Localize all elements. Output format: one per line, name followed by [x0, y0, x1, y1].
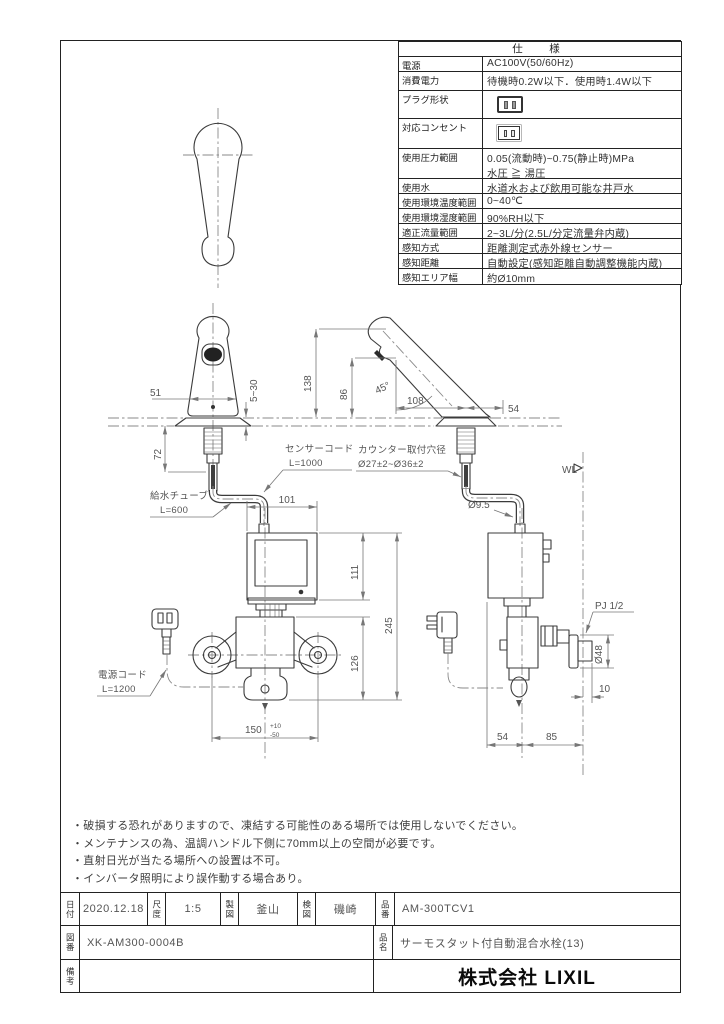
- spec-row-power: 電源 AC100V(50/60Hz): [399, 57, 681, 72]
- spec-table: 仕 様 電源 AC100V(50/60Hz) 消費電力 待機時0.2W以下．使用…: [398, 41, 682, 285]
- title-block-row-2: 図番 XK-AM300-0004B 品名 サーモスタット付自動混合水栓(13): [61, 926, 680, 960]
- outlet-icon: [498, 126, 520, 140]
- remarks-label: 備考: [61, 960, 80, 992]
- remarks-value: [80, 960, 374, 992]
- spec-table-title: 仕 様: [399, 42, 681, 57]
- product-name-label: 品名: [374, 926, 393, 959]
- scale-label: 尺度: [148, 893, 166, 925]
- note-line: ・インバータ照明により誤作動する場合あり。: [72, 872, 309, 885]
- checker-label: 検図: [298, 893, 316, 925]
- notes: ・破損する恐れがありますので、凍結する可能性のある場所では使用しないでください。…: [72, 818, 632, 888]
- spec-row-sensing-area: 感知エリア幅 約Ø10mm: [399, 269, 681, 285]
- product-name-value: サーモスタット付自動混合水栓(13): [400, 937, 585, 950]
- spec-row-sensing-method: 感知方式 距離測定式赤外線センサー: [399, 239, 681, 255]
- spec-row-plug-shape: プラグ形状: [399, 91, 681, 119]
- note-line: ・破損する恐れがありますので、凍結する可能性のある場所では使用しないでください。: [72, 820, 524, 832]
- drafter-label: 製図: [221, 893, 239, 925]
- checker-value: 磯崎: [316, 893, 376, 925]
- spec-row-pressure: 使用圧力範囲 0.05(流動時)~0.75(静止時)MPa 水圧 ≧ 湯圧: [399, 149, 681, 180]
- spec-row-consumption: 消費電力 待機時0.2W以下．使用時1.4W以下: [399, 72, 681, 91]
- date-label: 日付: [61, 893, 80, 925]
- scale-value: 1:5: [166, 893, 221, 925]
- spec-row-humidity-range: 使用環境湿度範囲 90%RH以下: [399, 209, 681, 225]
- title-block-row-1: 日付 2020.12.18 尺度 1:5 製図 釜山 検図 磯崎 品番 AM-3…: [61, 893, 680, 926]
- plug-icon: [497, 96, 523, 113]
- drafter-value: 釜山: [239, 893, 298, 925]
- company-logo: 株式会社 LIXIL: [458, 967, 596, 989]
- spec-row-flow-rate: 適正流量範囲 2~3L/分(2.5L/分定流量弁内蔵): [399, 224, 681, 240]
- spec-row-water: 使用水 水道水および飲用可能な井戸水: [399, 179, 681, 195]
- part-no-value: AM-300TCV1: [402, 903, 475, 915]
- note-line: ・メンテナンスの為、温調ハンドル下側に70mm以上の空間が必要です。: [72, 837, 442, 850]
- title-block-row-3: 備考 株式会社 LIXIL: [61, 960, 680, 992]
- date-value: 2020.12.18: [80, 893, 148, 925]
- spec-row-sensing-distance: 感知距離 自動設定(感知距離自動調整機能内蔵): [399, 254, 681, 270]
- spec-row-outlet: 対応コンセント: [399, 119, 681, 149]
- title-block: 日付 2020.12.18 尺度 1:5 製図 釜山 検図 磯崎 品番 AM-3…: [60, 892, 681, 993]
- spec-row-temp-range: 使用環境温度範囲 0~40℃: [399, 194, 681, 209]
- drawing-no-value: XK-AM300-0004B: [80, 926, 374, 959]
- drawing-no-label: 図番: [61, 926, 80, 959]
- part-no-label: 品番: [376, 893, 395, 925]
- note-line: ・直射日光が当たる場所への設置は不可。: [72, 855, 287, 867]
